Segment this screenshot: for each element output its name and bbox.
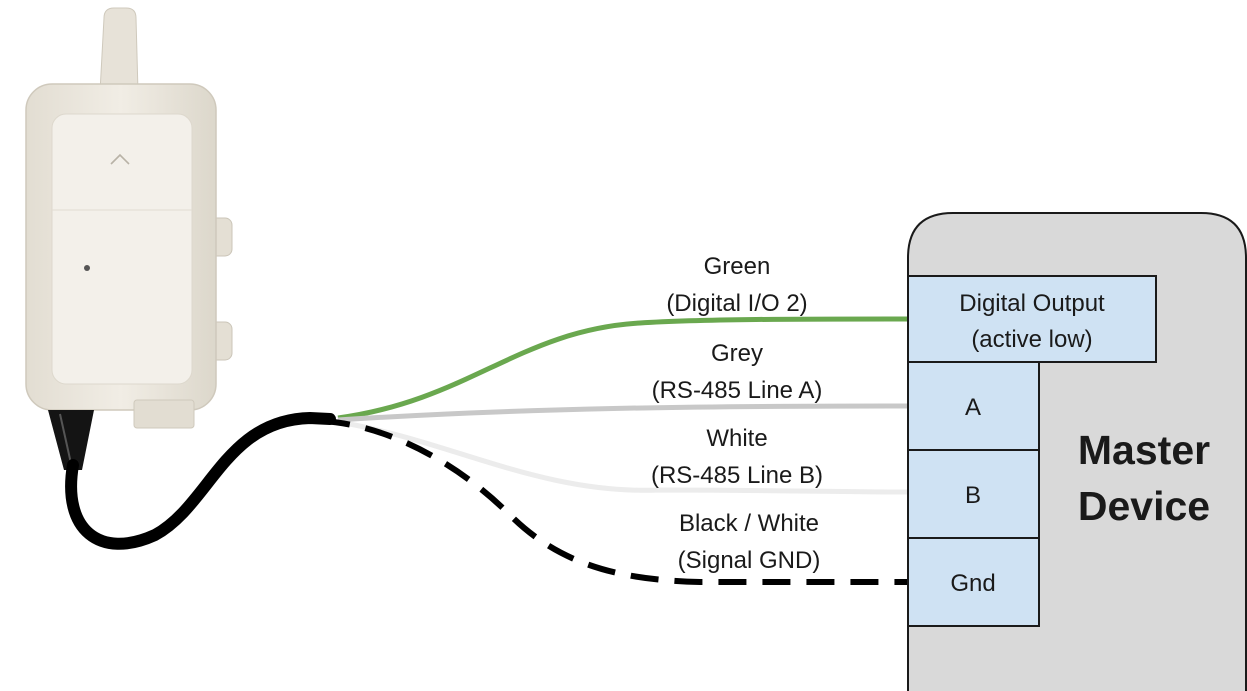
grey-wire-sublabel: (RS-485 Line A) xyxy=(652,377,823,404)
white-wire xyxy=(337,419,909,495)
green-wire-label: Green xyxy=(704,253,771,280)
black-white-wire xyxy=(321,418,908,585)
master-device-title: Master xyxy=(1078,427,1210,473)
white-wire-label: White xyxy=(706,425,767,452)
terminal-a xyxy=(907,361,1040,451)
terminal-gnd-label: Gnd xyxy=(950,570,995,597)
chevron-up-icon xyxy=(110,153,130,165)
terminal-b xyxy=(907,449,1040,539)
grey-wire-label: Grey xyxy=(711,340,763,367)
terminal-b-label: B xyxy=(965,482,981,509)
gnd-wire-label: Black / White xyxy=(679,510,819,537)
led-indicator-icon xyxy=(84,265,90,271)
white-wire-sublabel: (RS-485 Line B) xyxy=(651,462,823,489)
terminal-gnd xyxy=(907,537,1040,627)
grey-wire xyxy=(337,403,909,423)
digital-output-sublabel: (active low) xyxy=(971,326,1092,353)
green-wire xyxy=(337,316,909,421)
master-device: Digital Output (active low) A B Gnd Mast… xyxy=(907,212,1247,691)
sensor-cable xyxy=(65,411,336,550)
sensor-enclosure-icon xyxy=(25,7,233,470)
green-wire-sublabel: (Digital I/O 2) xyxy=(666,290,807,317)
digital-output-label: Digital Output xyxy=(959,290,1105,317)
gnd-wire-sublabel: (Signal GND) xyxy=(678,547,821,574)
terminal-a-label: A xyxy=(965,394,981,421)
master-device-subtitle: Device xyxy=(1078,483,1210,529)
